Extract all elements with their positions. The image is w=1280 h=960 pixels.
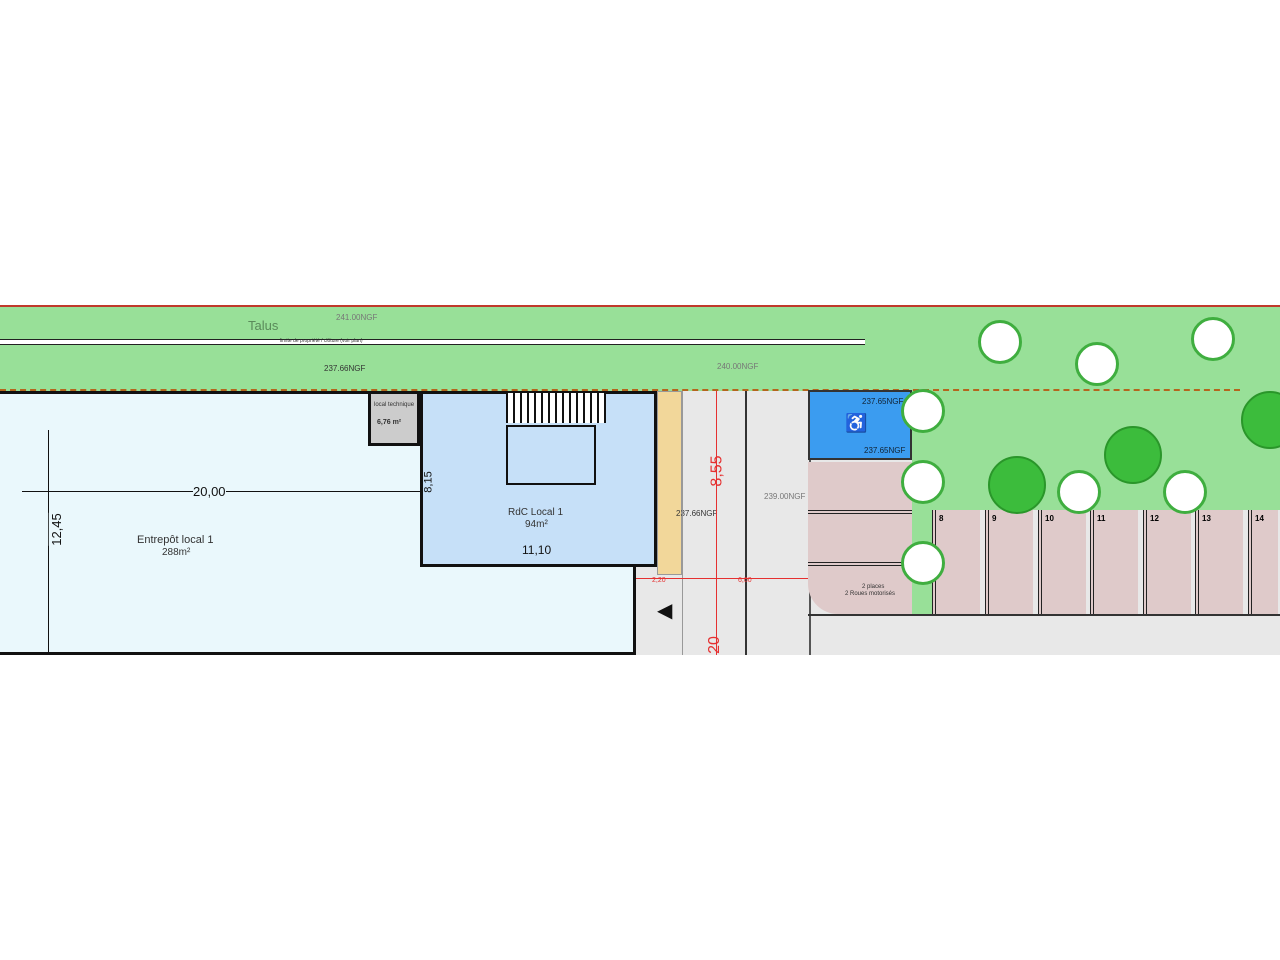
dimension-road: 20 bbox=[705, 636, 723, 654]
parking-spot: 14 bbox=[1248, 510, 1278, 614]
level-marker: 241.00NGF bbox=[336, 313, 378, 322]
moto-label: 2 Roues motorisés bbox=[845, 591, 896, 597]
parking-spot: 12 bbox=[1143, 510, 1191, 614]
tree-icon bbox=[1104, 426, 1162, 484]
dimension-office-depth: 8,15 bbox=[422, 471, 435, 493]
warehouse-area: 288m² bbox=[162, 547, 191, 558]
small-room bbox=[368, 391, 420, 446]
tree-icon bbox=[1241, 391, 1280, 449]
office-name: RdC Local 1 bbox=[508, 507, 564, 518]
tree-icon bbox=[988, 456, 1046, 514]
spot-number: 12 bbox=[1150, 514, 1159, 523]
road-red-horizontal bbox=[636, 578, 808, 579]
level-marker: 237.66NGF bbox=[324, 364, 366, 373]
warehouse-name: Entrepôt local 1 bbox=[137, 534, 214, 546]
wheelchair-icon: ♿ bbox=[845, 413, 868, 433]
spot-number: 13 bbox=[1202, 514, 1211, 523]
parking-spot: 10 bbox=[1038, 510, 1086, 614]
parking-spot: 9 bbox=[985, 510, 1033, 614]
dimension-depth: 12,45 bbox=[48, 513, 64, 546]
stairs bbox=[506, 393, 606, 423]
road-red-dimension bbox=[716, 391, 717, 655]
road-divider bbox=[745, 391, 747, 655]
dimension-office-width: 11,10 bbox=[522, 543, 552, 557]
boundary-note: limite de propriété / clôture (voir plan… bbox=[280, 338, 363, 344]
tree-icon bbox=[901, 389, 945, 433]
dimension-road-length: 8,55 bbox=[708, 455, 726, 487]
small-room-label: local technique bbox=[374, 402, 415, 408]
moto-parking bbox=[808, 566, 912, 614]
direction-arrow-icon: ◀ bbox=[657, 600, 673, 622]
spot-number: 11 bbox=[1097, 514, 1106, 523]
spot-number: 9 bbox=[992, 514, 997, 523]
tree-icon bbox=[901, 541, 945, 585]
dimension-sidewalk: 2,20 bbox=[652, 577, 666, 584]
small-room-area: 6,76 m² bbox=[377, 419, 402, 426]
lawn-band bbox=[0, 307, 1280, 391]
dimension-width: 20,00 bbox=[193, 484, 226, 499]
tree-icon bbox=[978, 320, 1022, 364]
parking-spot: 13 bbox=[1195, 510, 1243, 614]
property-dashed-line bbox=[0, 389, 1240, 391]
tree-icon bbox=[901, 460, 945, 504]
tree-icon bbox=[1163, 470, 1207, 514]
tree-icon bbox=[1057, 470, 1101, 514]
talus-label: Talus bbox=[248, 318, 279, 333]
spot-number: 14 bbox=[1255, 514, 1264, 523]
tree-icon bbox=[1075, 342, 1119, 386]
office-area: 94m² bbox=[525, 519, 548, 530]
level-marker: 237.66NGF bbox=[676, 509, 718, 518]
level-marker: 239.00NGF bbox=[764, 492, 806, 501]
level-marker: 237.65NGF bbox=[864, 446, 906, 455]
parking-space bbox=[808, 462, 912, 514]
spot-number: 10 bbox=[1045, 514, 1054, 523]
dimension-lane: 6,00 bbox=[738, 577, 752, 584]
parking-spot: 11 bbox=[1090, 510, 1138, 614]
tree-icon bbox=[1191, 317, 1235, 361]
dimension-line bbox=[48, 430, 49, 655]
ramp-strip bbox=[657, 391, 682, 575]
level-marker: 240.00NGF bbox=[717, 362, 759, 371]
parking-edge bbox=[808, 614, 1280, 616]
pmr-parking-space bbox=[808, 390, 912, 460]
parking-space bbox=[808, 514, 912, 566]
interior-walls bbox=[506, 425, 596, 485]
moto-label: 2 places bbox=[862, 584, 885, 590]
boundary-line bbox=[0, 339, 865, 345]
level-marker: 237.65NGF bbox=[862, 397, 904, 406]
spot-number: 8 bbox=[939, 514, 944, 523]
